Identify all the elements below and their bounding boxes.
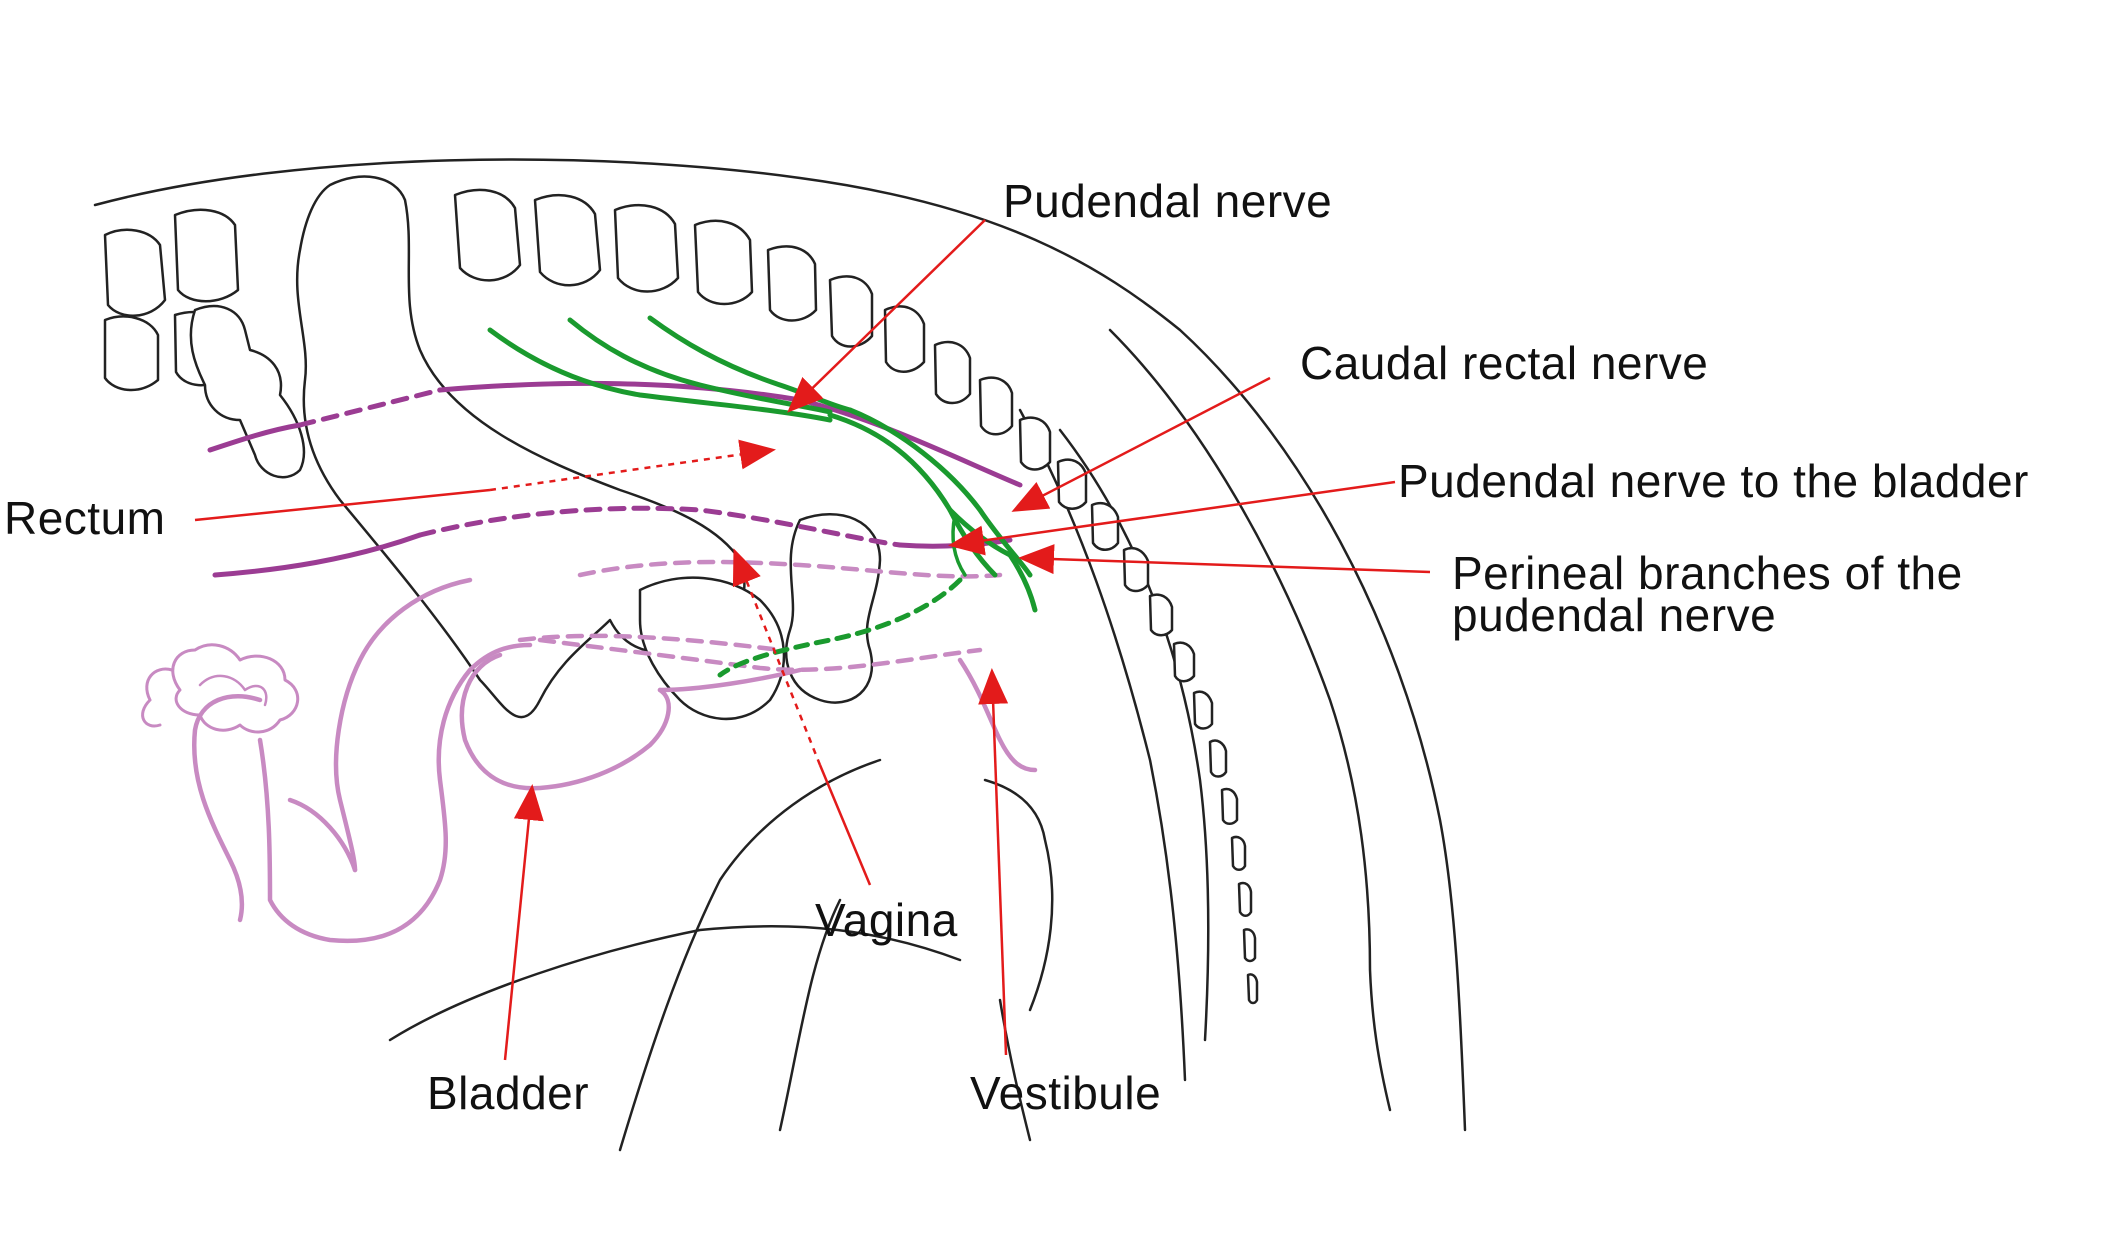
ovary-inner <box>198 674 268 707</box>
sacral-vertebra <box>613 203 680 293</box>
arrow-perineal-branches <box>1018 544 1431 575</box>
vestibule <box>957 657 1038 773</box>
caudal-vertebra <box>1122 546 1150 593</box>
belly-line <box>388 925 962 1042</box>
cervix-body <box>257 642 533 944</box>
arrow-bladder <box>503 784 544 1061</box>
caudal-vertebra <box>1018 416 1052 471</box>
lumbar-vertebra <box>173 208 240 303</box>
label-pudendal-nerve-to-bladder: Pudendal nerve to the bladder <box>1398 455 2029 507</box>
bursa <box>141 667 174 728</box>
sacral-root-3 <box>647 315 853 413</box>
caudal-vertebra <box>1208 739 1228 778</box>
arrow-pudendal-nerve <box>787 219 986 413</box>
caudal-vertebra <box>1056 458 1088 510</box>
rectum-ventral-wall <box>212 532 423 578</box>
tail-outer-line <box>1108 328 1392 1112</box>
caudal-vertebra <box>978 376 1014 436</box>
caudal-vertebra <box>766 245 818 322</box>
uterus-loop <box>287 797 358 873</box>
caudal-vertebra <box>1237 881 1253 917</box>
caudal-vertebra <box>883 305 926 373</box>
vagina-dorsal-hidden-2 <box>517 633 783 653</box>
back-skin-line <box>93 158 1467 1132</box>
lumbar-vertebra <box>103 228 167 317</box>
ilium-wing <box>295 175 746 719</box>
vagina-dorsal-hidden <box>577 559 1003 579</box>
sacral-vertebra <box>693 219 754 306</box>
sacroiliac-process <box>189 304 306 479</box>
arrow-pudendal-nerve-bladder <box>948 480 1396 556</box>
label-perineal-branches-line1: Perineal branches of the <box>1452 547 1963 599</box>
nerve-to-bladder-hidden <box>717 577 963 678</box>
uterine-horn <box>192 694 263 923</box>
pubic-body <box>638 576 786 721</box>
pointer-arrows <box>194 219 1431 1061</box>
caudal-vertebra <box>1148 593 1174 637</box>
caudal-vertebra <box>1172 641 1196 683</box>
lumbar-vertebra <box>103 315 160 392</box>
rectum-vessels <box>207 380 1023 578</box>
arrow-vagina-solid <box>818 764 872 886</box>
hind-leg-front <box>618 758 882 1152</box>
thigh-line <box>998 998 1032 1142</box>
caudal-vertebra <box>1242 928 1257 963</box>
ischium-curve <box>983 778 1054 1012</box>
rectum-ventral-wall-hidden <box>417 505 903 548</box>
sacral-vertebra <box>453 188 522 282</box>
caudal-rectal-nerve <box>847 407 1033 578</box>
arrow-caudal-rectal-nerve <box>1011 376 1271 512</box>
arrow-vestibule <box>978 668 1009 1056</box>
vertebral-column <box>103 188 1259 1005</box>
vestibule-line-hidden <box>537 637 983 673</box>
caudal-vertebra <box>933 340 972 405</box>
caudal-vertebra <box>1192 690 1214 730</box>
arrow-rectum-solid <box>194 488 491 522</box>
label-rectum: Rectum <box>4 492 166 544</box>
rectum-dorsal-wall-2 <box>437 380 1023 488</box>
label-bladder: Bladder <box>427 1067 590 1119</box>
ovary <box>171 643 300 734</box>
rectum-dorsal-wall-hidden <box>297 387 443 428</box>
sacral-root-1 <box>487 327 833 423</box>
caudal-vertebra <box>828 275 874 348</box>
caudal-vertebra <box>1090 501 1120 551</box>
caudal-vertebra <box>1230 835 1247 871</box>
label-caudal-rectal-nerve: Caudal rectal nerve <box>1300 337 1709 389</box>
arrow-vagina-dotted <box>732 548 822 766</box>
pudendal-trunk <box>827 412 998 578</box>
caudal-vertebra <box>1246 973 1259 1005</box>
perineum-line <box>1018 408 1187 1082</box>
sacral-vertebra <box>533 193 602 287</box>
urethra <box>657 667 803 693</box>
label-perineal-branches-line2: pudendal nerve <box>1452 589 1777 641</box>
hind-leg-back <box>778 898 842 1132</box>
label-pudendal-nerve: Pudendal nerve <box>1003 175 1333 227</box>
ischial-tuberosity <box>785 513 882 704</box>
caudal-vertebra <box>1220 787 1239 825</box>
perineal-branch <box>947 507 1038 613</box>
rectum-dorsal-wall <box>207 422 303 453</box>
label-vestibule: Vestibule <box>970 1067 1162 1119</box>
label-vagina: Vagina <box>815 894 958 946</box>
tail-inner-line <box>1058 428 1210 1042</box>
pelvis <box>189 175 882 721</box>
uterine-body <box>333 577 473 873</box>
